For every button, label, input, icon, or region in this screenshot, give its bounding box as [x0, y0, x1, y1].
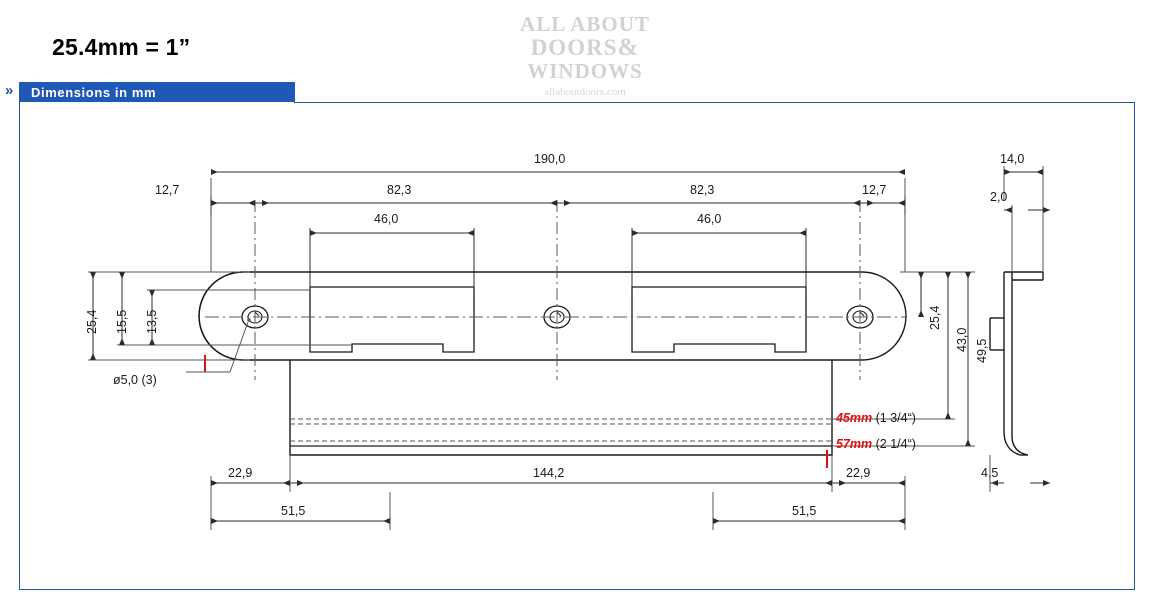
arrow [248, 200, 255, 206]
dim-right-pocket-width: 46,0 [697, 212, 722, 226]
depth-45mm-value: 45mm [836, 411, 873, 425]
arrow [1036, 169, 1043, 175]
dim-overall-length: 190,0 [534, 152, 566, 166]
dim-right-height-43-0: 43,0 [955, 327, 969, 352]
drawing-frame-top-edge [294, 102, 1135, 103]
watermark: ALL ABOUT DOORS& WINDOWS allaboutdoors.c… [470, 12, 700, 98]
dim-plate-height: 25,4 [85, 309, 99, 334]
watermark-line-1: ALL ABOUT [520, 12, 650, 36]
arrow [211, 480, 218, 486]
dim-left-pocket-width: 46,0 [374, 212, 399, 226]
dim-bottom-right-offset: 22,9 [846, 466, 871, 480]
watermark-ampersand: & [617, 34, 640, 61]
dimensions-title-label: Dimensions in mm [31, 85, 157, 100]
watermark-doors-text: DOORS [530, 35, 618, 60]
arrow [799, 230, 806, 236]
dim-bottom-left-51-5: 51,5 [281, 504, 306, 518]
arrow [945, 272, 951, 279]
arrow [898, 200, 905, 206]
arrow [283, 480, 290, 486]
arrow [90, 353, 96, 360]
arrow [918, 272, 924, 279]
arrow [991, 480, 998, 486]
dim-bottom-middle: 144,2 [533, 466, 565, 480]
arrow [550, 200, 557, 206]
arrow [867, 200, 874, 206]
arrow [297, 480, 304, 486]
arrow [467, 230, 474, 236]
arrow [383, 518, 390, 524]
dim-hole-spacing-left: 82,3 [387, 183, 412, 197]
arrow [211, 169, 218, 175]
dim-height-15-5: 15,5 [115, 309, 129, 334]
arrow [564, 200, 571, 206]
side-dim-4-5: 4,5 [981, 466, 999, 480]
arrow [262, 200, 269, 206]
dim-right-height-25-4: 25,4 [928, 305, 942, 330]
arrow [713, 518, 720, 524]
side-dim-2-0: 2,0 [990, 190, 1008, 204]
arrow [211, 200, 218, 206]
arrow [1005, 207, 1012, 213]
dim-hole-spacing-right: 82,3 [690, 183, 715, 197]
scale-note: 25.4mm = 1” [52, 34, 191, 60]
arrow [149, 290, 155, 297]
arrow [965, 439, 971, 446]
arrow [1043, 207, 1050, 213]
watermark-line-2: DOORS& [470, 34, 700, 62]
depth-57mm-inch: (2 1/4“) [875, 437, 916, 451]
arrow [1004, 169, 1011, 175]
arrow [839, 480, 846, 486]
dim-height-13-5: 13,5 [145, 309, 159, 334]
drawing-frame [19, 102, 1135, 590]
watermark-url: allaboutdoors.com [544, 86, 626, 98]
arrow [90, 272, 96, 279]
side-dim-14-0: 14,0 [1000, 152, 1025, 166]
depth-57mm-value: 57mm [836, 437, 873, 451]
arrow [1043, 480, 1050, 486]
depth-45mm-inch: (1 3/4“) [875, 411, 916, 425]
dim-right-height-49-5: 49,5 [975, 338, 989, 363]
arrow [310, 230, 317, 236]
arrow [898, 518, 905, 524]
dim-bottom-right-51-5: 51,5 [792, 504, 817, 518]
dim-left-edge-offset: 12,7 [155, 183, 180, 197]
arrow [853, 200, 860, 206]
arrow [945, 412, 951, 419]
arrow [965, 272, 971, 279]
arrow [898, 169, 905, 175]
arrow [119, 272, 125, 279]
hole-diameter-callout: ø5,0 (3) [113, 373, 157, 387]
arrow [211, 518, 218, 524]
dim-bottom-left-offset: 22,9 [228, 466, 253, 480]
arrow [149, 338, 155, 345]
arrow [898, 480, 905, 486]
dimensions-title-bar: Dimensions in mm [19, 82, 295, 102]
arrow [825, 480, 832, 486]
arrow [632, 230, 639, 236]
arrow [119, 338, 125, 345]
watermark-line-3: WINDOWS [527, 59, 643, 83]
arrow [918, 310, 924, 317]
dim-right-edge-offset: 12,7 [862, 183, 887, 197]
depth-45mm-callout: 45mm (1 3/4“) [836, 411, 916, 425]
chevron-icon: » [5, 82, 14, 99]
depth-57mm-callout: 57mm (2 1/4“) [836, 437, 916, 451]
